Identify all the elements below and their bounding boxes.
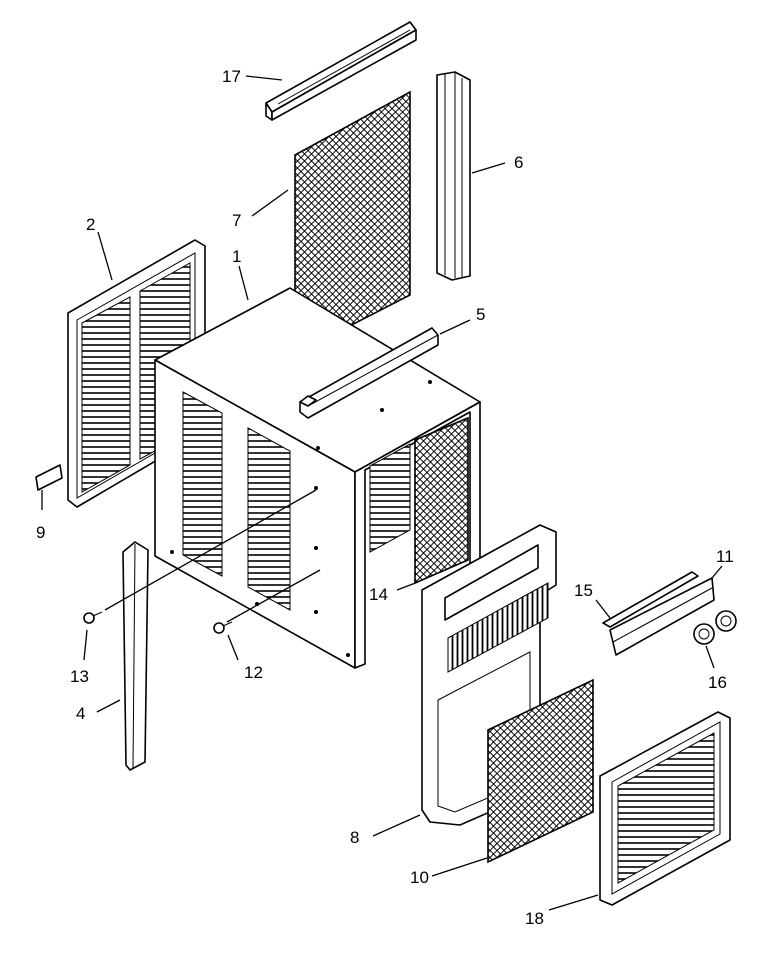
part-16-knobs [693,610,737,645]
callout-5: 5 [476,305,485,324]
callout-14: 14 [369,585,388,604]
callout-16: 16 [708,673,727,692]
callout-15: 15 [574,581,593,600]
part-17-top-rail [265,21,417,121]
part-1-cabinet [154,287,481,669]
callout-7: 7 [232,211,241,230]
callout-1: 1 [232,247,241,266]
callout-13: 13 [70,667,89,686]
part-7-mesh-panel [294,90,411,356]
callout-4: 4 [76,704,85,723]
part-5-rail [299,327,439,419]
part-9-clip [35,464,63,491]
part-18-front-grille [599,711,731,906]
callout-10: 10 [410,868,429,887]
part-12-screw [213,621,233,634]
part-13-screw [83,611,103,624]
callout-6: 6 [514,153,523,172]
callout-11: 11 [716,547,734,566]
callout-2: 2 [86,215,95,234]
part-10-front-mesh [487,678,594,864]
part-14-rear-mesh [414,416,469,585]
part-4-vertical-post [122,541,149,771]
callout-18: 18 [525,909,544,928]
part-15-bracket [602,571,699,628]
callout-labels: 17 7 6 2 1 5 9 14 15 11 12 13 16 4 8 10 … [36,67,734,928]
leader-lines [41,75,723,911]
part-11-control-plate [609,577,715,656]
callout-12: 12 [244,663,263,682]
part-6-side-channel [436,71,471,281]
callout-9: 9 [36,523,45,542]
callout-17: 17 [222,67,241,86]
callout-8: 8 [350,828,359,847]
